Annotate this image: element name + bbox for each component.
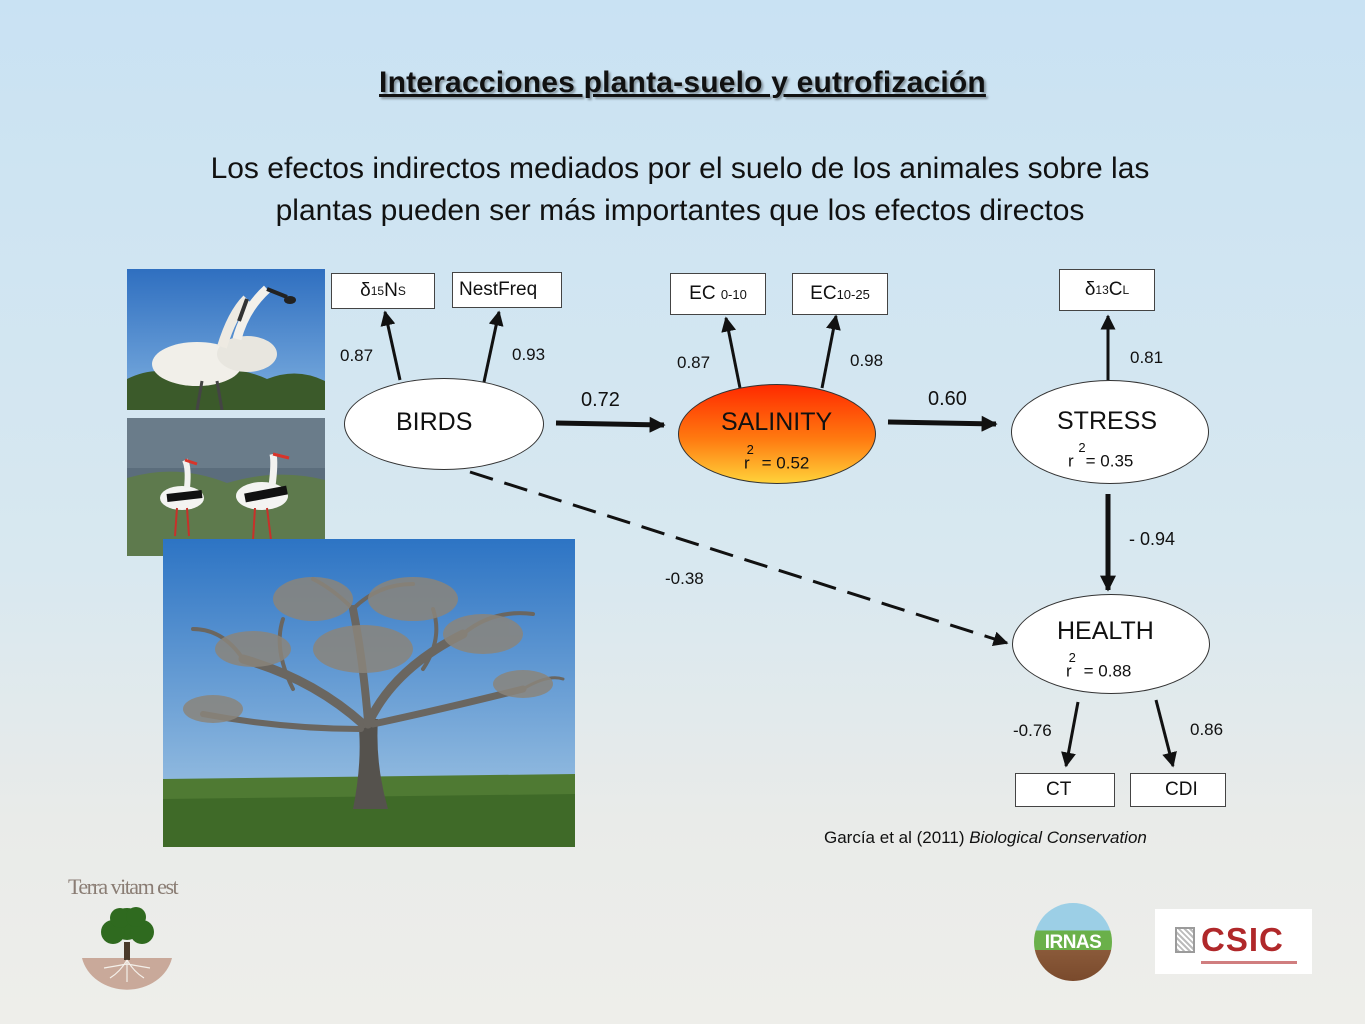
slide-subtitle: Los efectos indirectos mediados por el s…: [130, 148, 1230, 232]
node-stress-r2: r 2= 0.35: [1068, 440, 1134, 471]
node-health: [1012, 594, 1210, 694]
citation-authors: García et al (2011): [824, 828, 970, 847]
arrow-salinity-stress: [887, 415, 998, 432]
indicator-ct: CT: [1015, 773, 1115, 807]
arrow-salinity-ec010: [721, 316, 742, 389]
slide-title: Interacciones planta-suelo y eutrofizaci…: [379, 66, 986, 99]
node-stress: [1011, 380, 1209, 484]
arrow-health-cdi: [1154, 699, 1177, 768]
citation: García et al (2011) Biological Conservat…: [824, 828, 1147, 848]
indicator-nestfreq: NestFreq: [452, 272, 562, 308]
subtitle-line-1: Los efectos indirectos mediados por el s…: [210, 152, 1150, 185]
storks-photo: [127, 418, 325, 556]
node-health-label: HEALTH: [1057, 617, 1154, 645]
coef-stress-d13c: 0.81: [1130, 348, 1164, 367]
citation-journal: Biological Conservation: [969, 828, 1147, 847]
arrow-birds-nestfreq: [482, 310, 504, 383]
node-health-r2: r2 = 0.88: [1066, 650, 1132, 681]
node-salinity-r2: r2 = 0.52: [744, 442, 810, 473]
coef-birds-health: -0.38: [665, 569, 704, 588]
subtitle-line-2: plantas pueden ser más importantes que l…: [275, 194, 1085, 227]
node-salinity-label: SALINITY: [721, 408, 833, 436]
csic-logo-subline: [1201, 961, 1297, 964]
node-birds-label: BIRDS: [396, 408, 473, 436]
indicator-cdi: CDI: [1130, 773, 1226, 807]
coef-salinity-ec1025: 0.98: [850, 351, 884, 370]
coef-birds-salinity: 0.72: [581, 389, 620, 411]
node-salinity: [678, 384, 876, 484]
arrow-health-ct: [1061, 701, 1080, 768]
terra-vitam-est-text: Terra vitam est: [68, 874, 179, 899]
indicator-ec010: EC 0-10: [670, 273, 766, 315]
coef-health-cdi: 0.86: [1190, 720, 1224, 739]
csic-emblem-icon: [1175, 927, 1195, 953]
terra-vitam-est-logo: [80, 900, 175, 1000]
csic-logo: CSIC: [1155, 909, 1312, 974]
node-stress-label: STRESS: [1057, 407, 1158, 435]
csic-logo-text: CSIC: [1201, 921, 1284, 958]
irnas-logo-text: IRNAS: [1044, 932, 1102, 953]
coef-stress-health: - 0.94: [1129, 529, 1176, 549]
arrow-birds-salinity: [555, 416, 666, 433]
arrow-birds-d15n: [380, 310, 402, 381]
arrow-birds-health: [469, 470, 1009, 647]
coef-birds-nestfreq: 0.93: [512, 345, 546, 364]
coef-salinity-stress: 0.60: [928, 388, 967, 410]
irnas-logo: IRNAS: [1034, 903, 1112, 981]
spoonbills-photo: [127, 269, 325, 410]
tree-photo: [163, 539, 575, 847]
coef-salinity-ec010: 0.87: [677, 353, 711, 372]
node-birds: [344, 378, 544, 470]
coef-health-ct: -0.76: [1013, 721, 1052, 740]
arrow-salinity-ec1025: [820, 314, 841, 389]
coef-birds-d15n: 0.87: [340, 346, 374, 365]
